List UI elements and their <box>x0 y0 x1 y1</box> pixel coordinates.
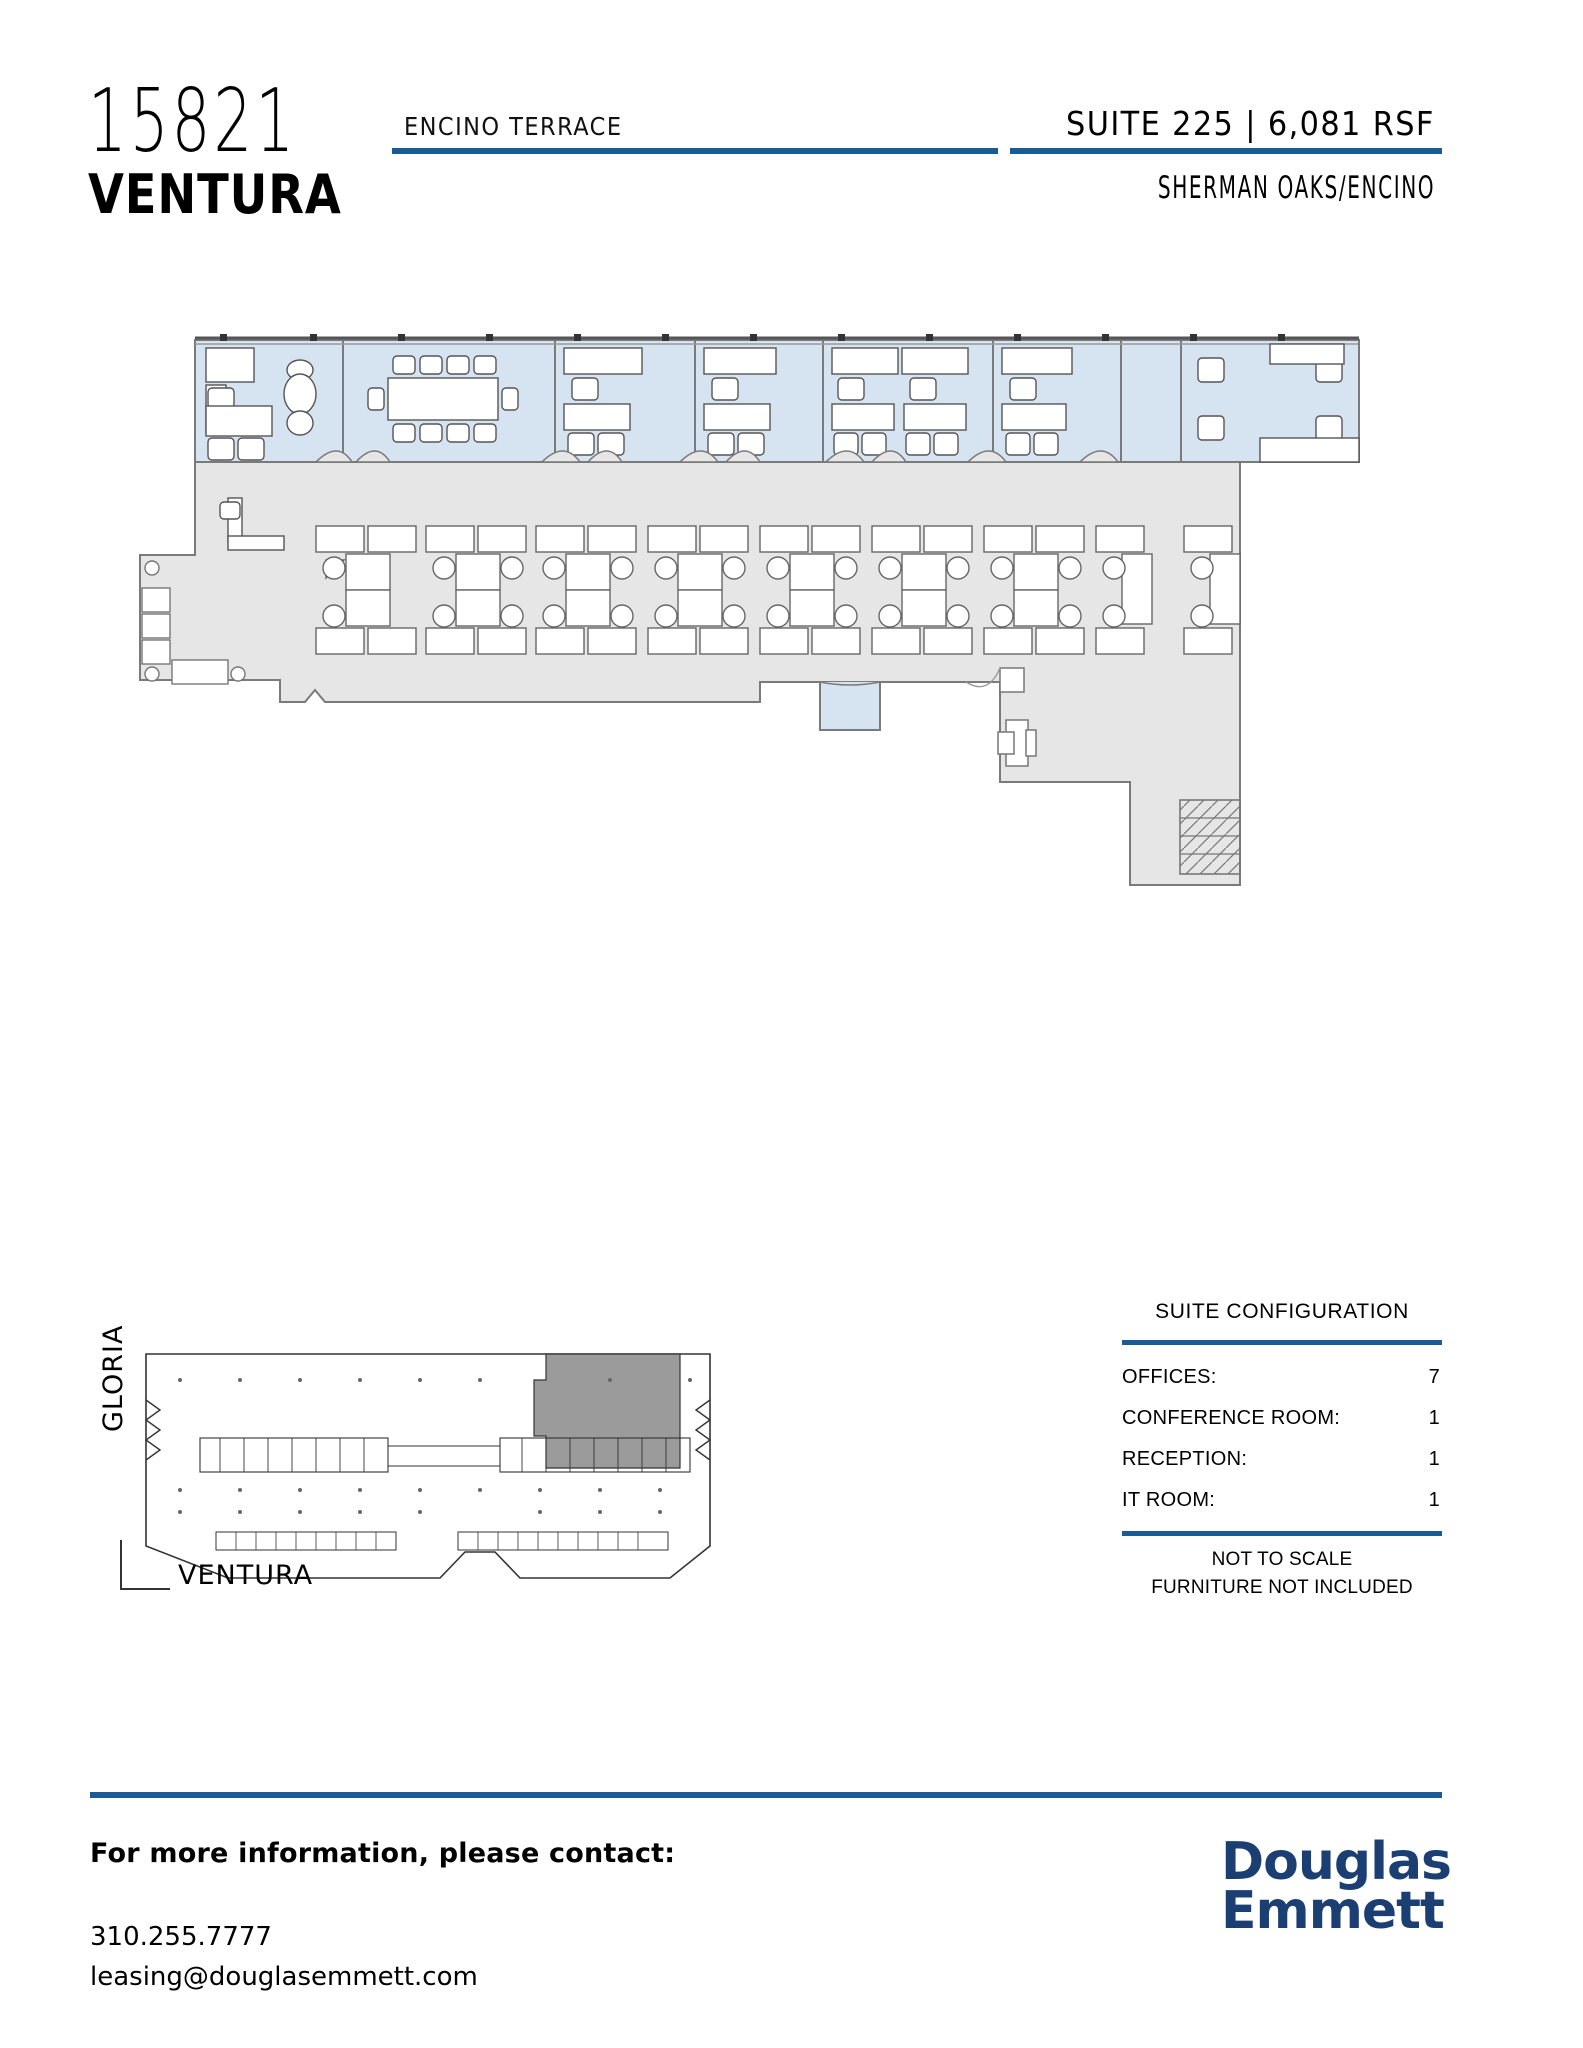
workstation-cluster <box>1095 525 1153 655</box>
douglas-emmett-logo: Douglas Emmett <box>1221 1832 1452 1942</box>
logo-line-2: Emmett <box>1221 1881 1445 1942</box>
building-street-name: VENTURA <box>88 163 342 226</box>
workstation-clusters <box>315 525 1241 655</box>
property-name: ENCINO TERRACE <box>404 112 623 141</box>
suite-and-rsf: SUITE 225 | 6,081 RSF <box>1066 104 1435 143</box>
config-row-conference-room: CONFERENCE ROOM: 1 <box>1122 1398 1442 1439</box>
workstation-cluster <box>983 525 1085 655</box>
config-divider-top <box>1122 1340 1442 1345</box>
note-furniture-not-included: FURNITURE NOT INCLUDED <box>1151 1577 1413 1598</box>
workstation-cluster <box>759 525 861 655</box>
config-value: 1 <box>1428 1407 1440 1429</box>
config-label: CONFERENCE ROOM: <box>1122 1407 1341 1429</box>
config-row-it-room: IT ROOM: 1 <box>1122 1480 1442 1521</box>
config-value: 1 <box>1428 1448 1440 1470</box>
workstation-cluster <box>315 525 417 655</box>
left-end-fixtures <box>141 560 246 685</box>
key-plan-street-gloria: GLORIA <box>98 1324 129 1432</box>
workstation-cluster <box>535 525 637 655</box>
open-area-fill <box>139 459 1241 886</box>
config-value: 1 <box>1428 1489 1440 1511</box>
floor-plan-drawing <box>139 334 1360 886</box>
workstation-cluster <box>1183 525 1241 655</box>
key-plan-street-bracket <box>120 1540 170 1590</box>
stair-core <box>1179 799 1241 875</box>
lower-right-core <box>965 667 1037 767</box>
contact-phone[interactable]: 310.255.7777 <box>90 1922 272 1952</box>
office-furniture <box>205 343 1360 551</box>
config-row-offices: OFFICES: 7 <box>1122 1357 1442 1398</box>
workstation-cluster <box>425 525 527 655</box>
config-label: OFFICES: <box>1122 1366 1217 1388</box>
config-label: IT ROOM: <box>1122 1489 1216 1511</box>
config-label: RECEPTION: <box>1122 1448 1248 1470</box>
config-value: 7 <box>1428 1366 1440 1388</box>
footer-divider <box>90 1792 1442 1798</box>
submarket-region: SHERMAN OAKS/ENCINO <box>1157 170 1435 206</box>
exterior-curtain-wall <box>195 334 1359 345</box>
key-plan <box>110 1340 730 1630</box>
config-divider-bottom <box>1122 1531 1442 1536</box>
building-number: 15821 <box>88 71 298 173</box>
key-plan-drawing <box>144 1353 712 1579</box>
key-plan-street-ventura: VENTURA <box>178 1560 314 1591</box>
header-divider-right <box>1010 148 1442 154</box>
door-swings <box>314 450 1120 463</box>
logo-line-1: Douglas <box>1221 1832 1452 1892</box>
suite-entry <box>819 681 881 731</box>
contact-heading: For more information, please contact: <box>90 1838 676 1869</box>
floor-plan <box>120 330 1460 890</box>
config-row-reception: RECEPTION: 1 <box>1122 1439 1442 1480</box>
suite-configuration-title: SUITE CONFIGURATION <box>1155 1300 1409 1323</box>
contact-email[interactable]: leasing@douglasemmett.com <box>90 1962 478 1992</box>
suite-configuration-panel: SUITE CONFIGURATION OFFICES: 7 CONFERENC… <box>1122 1300 1442 1602</box>
workstation-cluster <box>647 525 749 655</box>
workstation-cluster <box>871 525 973 655</box>
note-not-to-scale: NOT TO SCALE <box>1211 1549 1353 1570</box>
header-divider-left <box>392 148 998 154</box>
